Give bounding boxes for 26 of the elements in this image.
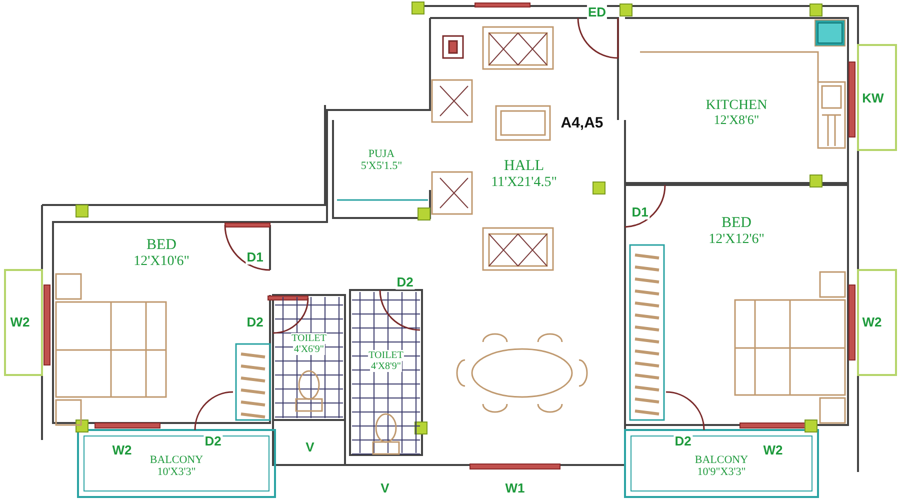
room-name: TOILET xyxy=(290,333,328,344)
door-tag: D2 xyxy=(674,434,692,448)
room-name: BALCONY xyxy=(148,454,204,466)
room-name: BALCONY xyxy=(694,454,750,466)
window-tag: W1 xyxy=(504,480,526,496)
room-dimensions: 4'X6'9" xyxy=(293,344,325,355)
room-dimensions: 4'X8'9" xyxy=(370,361,402,372)
window-tag: KW xyxy=(861,90,885,106)
room-dimensions: 10'X3'3" xyxy=(156,466,197,478)
ventilator-tag: V xyxy=(380,480,390,496)
unit-number: A4,A5 xyxy=(560,114,604,132)
ventilator-tag: V xyxy=(304,440,316,454)
room-dimensions: 5'X5'1.5" xyxy=(360,160,404,172)
door-tag: D1 xyxy=(630,204,650,220)
door-tag: D2 xyxy=(396,274,414,290)
window-tag: W2 xyxy=(762,442,784,458)
window-tag: W2 xyxy=(9,314,31,330)
door-tag: ED xyxy=(586,4,608,20)
room-dimensions: 10'9"X3'3" xyxy=(696,466,747,478)
door-tag: D2 xyxy=(246,314,264,330)
door-tag: D2 xyxy=(204,434,222,448)
window-tag: W2 xyxy=(861,314,883,330)
window-tag: W2 xyxy=(111,442,133,458)
door-tag: D1 xyxy=(246,250,264,264)
room-name: PUJA xyxy=(367,148,396,160)
room-name: TOILET xyxy=(368,350,404,361)
